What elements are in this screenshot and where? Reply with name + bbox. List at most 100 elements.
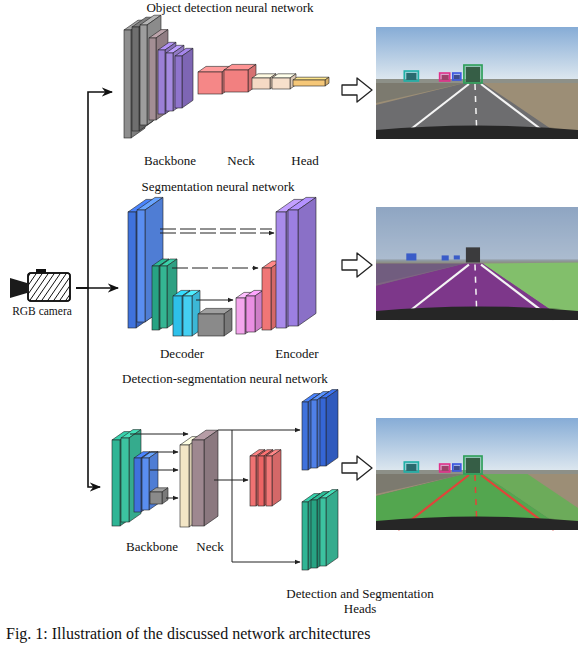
block-front (183, 296, 192, 336)
block-front (160, 266, 167, 328)
car (406, 253, 416, 260)
dashboard (376, 517, 578, 531)
flow-line (150, 452, 178, 453)
hatch-line (52, 273, 70, 301)
block-front (262, 268, 271, 330)
ground (376, 474, 578, 530)
signal-arrow (76, 288, 100, 487)
flow-line (196, 300, 233, 301)
block-front (311, 500, 317, 568)
output-arrow (342, 253, 372, 277)
flow-line (130, 434, 188, 435)
layer-block (112, 432, 132, 526)
layer-block (302, 494, 320, 570)
block-front (266, 456, 272, 506)
block-front (246, 296, 255, 332)
block-front (258, 456, 264, 506)
part-label: Neck (185, 539, 235, 554)
block-side (272, 450, 281, 506)
layer-block (293, 77, 329, 86)
part-label: Backbone (130, 153, 210, 168)
output-arrow (342, 78, 372, 102)
layer-block (175, 48, 193, 108)
sky (376, 27, 578, 84)
part-label: Encoder (262, 346, 332, 361)
block-side (204, 430, 218, 526)
hatch-line (28, 273, 50, 301)
block-front (288, 210, 298, 326)
layer-block (250, 450, 265, 506)
block-front (293, 80, 325, 86)
block-side (162, 488, 168, 504)
network-node: Segmentation neural network (118, 178, 318, 338)
road-photo (376, 418, 578, 530)
camera-icon (10, 269, 104, 303)
part-label: Head (280, 153, 330, 168)
layer-block (311, 392, 329, 468)
block-front (140, 25, 147, 125)
part-label: Decoder (147, 346, 217, 361)
block-front (132, 27, 139, 131)
layer-block (311, 492, 329, 568)
flow-line (232, 562, 300, 563)
hatch-line (34, 273, 56, 301)
layer-block (198, 308, 232, 336)
hatch-line (40, 273, 62, 301)
skip-connection (160, 229, 272, 230)
hatch-line (46, 273, 68, 301)
block-front (272, 78, 290, 89)
car (442, 255, 449, 260)
block-top (293, 77, 329, 80)
layer-block (320, 390, 338, 466)
block-front (124, 30, 131, 138)
block-front (224, 70, 248, 92)
car (454, 255, 460, 259)
block-front (276, 212, 286, 328)
dashboard (376, 306, 578, 320)
block-front (198, 72, 222, 94)
left-mask (376, 264, 465, 286)
layer-block (288, 197, 316, 326)
flow-line (150, 470, 178, 471)
bounding-box (440, 464, 450, 472)
block-front (250, 456, 256, 506)
sky (376, 207, 578, 265)
flow-line (214, 480, 248, 481)
layer-block (152, 259, 169, 330)
layer-block (266, 450, 281, 506)
block-front (142, 458, 149, 510)
layer-block (272, 74, 296, 89)
flow-line (218, 430, 300, 431)
block-side (326, 390, 338, 466)
flow-line (166, 498, 178, 499)
network-node: Object detection neural network (112, 0, 348, 146)
detection-network (124, 15, 329, 138)
block-front (302, 402, 308, 470)
block-front (150, 492, 162, 504)
bounding-box (453, 73, 461, 80)
block-front (149, 38, 156, 120)
block-side (298, 197, 316, 326)
bounding-box (404, 71, 418, 81)
camera-node: RGB camera (8, 268, 76, 320)
device-label: RGB camera (0, 304, 96, 319)
detection-segmentation-network (112, 390, 338, 570)
skip-connection (172, 268, 258, 269)
skip-connection (160, 233, 274, 234)
bounding-box (440, 73, 450, 81)
block-front (320, 498, 326, 566)
block-front (134, 458, 141, 512)
network-title: Detection-segmentation neural network (80, 371, 370, 386)
segmentation-network (128, 197, 316, 336)
part-label: Neck (216, 153, 266, 168)
block-front (198, 314, 224, 336)
block-front (320, 398, 326, 466)
camera-body-outline (28, 273, 70, 301)
camera-lens (10, 278, 27, 298)
block-front (311, 400, 317, 468)
block-side (129, 430, 141, 522)
part-label: Detection and Segmentation Heads (270, 586, 450, 616)
block-front (180, 445, 189, 527)
road-photo (376, 27, 578, 139)
block-front (137, 210, 145, 322)
